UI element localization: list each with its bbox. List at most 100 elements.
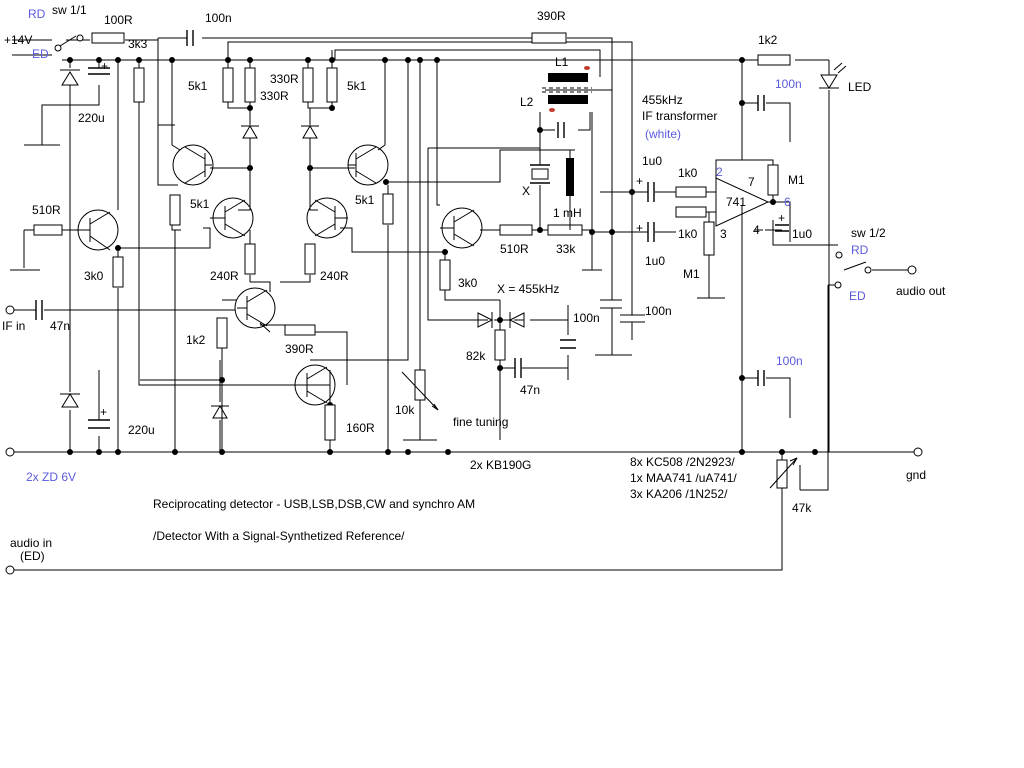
label-r160: 160R: [346, 421, 375, 435]
transistor-t7: [234, 287, 276, 329]
label-parts-3: 3x KA206 /1N252/: [630, 487, 728, 501]
label-rd1: RD: [28, 7, 46, 21]
label-m1-b: M1: [683, 267, 700, 281]
labels: RD sw 1/1 +14V ED 100R 3k3 100n 390R 5k1…: [2, 3, 946, 563]
label-r240-a: 240R: [210, 269, 239, 283]
svg-text:+: +: [101, 59, 108, 73]
label-14v: +14V: [4, 33, 32, 47]
label-c47n-a: 47n: [50, 319, 70, 333]
label-r330-b: 330R: [260, 89, 289, 103]
terminals: [5, 34, 923, 575]
label-parts-1: 8x KC508 /2N2923/: [630, 455, 735, 469]
label-r33k: 33k: [556, 242, 576, 256]
label-zd: 2x ZD 6V: [26, 470, 76, 484]
label-r82k: 82k: [466, 349, 486, 363]
label-rd2: RD: [851, 243, 869, 257]
transistor-t2: [172, 144, 214, 186]
diagram-subtitle: /Detector With a Signal-Synthetized Refe…: [153, 529, 405, 543]
opamp-741: [715, 177, 770, 227]
label-r510-a: 510R: [32, 203, 61, 217]
label-r5k1-c: 5k1: [190, 197, 210, 211]
transistor-t4: [306, 197, 348, 239]
label-kb190g: 2x KB190G: [470, 458, 531, 472]
label-r390-mid: 390R: [285, 342, 314, 356]
transistor-t6: [440, 207, 483, 249]
svg-text:+: +: [778, 211, 785, 225]
label-pin3: 3: [720, 227, 727, 241]
label-led: LED: [848, 80, 872, 94]
label-sw11: sw 1/1: [52, 3, 87, 17]
label-c100n-top: 100n: [205, 11, 232, 25]
label-c100n-r2: 100n: [776, 354, 803, 368]
label-xtal: X: [522, 184, 530, 198]
label-c47n-b: 47n: [520, 383, 540, 397]
label-audio-in-ed: (ED): [20, 549, 45, 563]
label-l2: L2: [520, 95, 534, 109]
svg-text:+: +: [636, 174, 643, 188]
label-c220u-a: 220u: [78, 111, 105, 125]
transistor-t5: [347, 144, 389, 186]
capacitors: [35, 30, 789, 429]
label-r100: 100R: [104, 13, 133, 27]
polarity-marks: + + + + +: [100, 59, 785, 419]
label-r1k0-a: 1k0: [678, 166, 698, 180]
label-m1-a: M1: [788, 173, 805, 187]
label-c100n-r1: 100n: [775, 77, 802, 91]
wires: [10, 35, 918, 571]
label-r1k2-top: 1k2: [758, 33, 778, 47]
label-r240-b: 240R: [320, 269, 349, 283]
label-if-transformer: IF transformer: [642, 109, 717, 123]
label-x455: X = 455kHz: [497, 282, 559, 296]
label-audio-out: audio out: [896, 284, 946, 298]
label-pin6: 6: [784, 195, 791, 209]
label-r5k1-b: 5k1: [347, 79, 367, 93]
label-l1: L1: [555, 55, 569, 69]
label-pin7: 7: [748, 175, 755, 189]
label-c100n-m1: 100n: [573, 311, 600, 325]
label-r1k2-mid: 1k2: [186, 333, 206, 347]
crystal: [530, 164, 550, 184]
transistor-t1: [77, 209, 119, 251]
label-r5k1-d: 5k1: [355, 193, 375, 207]
label-fine-tuning: fine tuning: [453, 415, 508, 429]
label-parts-2: 1x MAA741 /uA741/: [630, 471, 737, 485]
label-r510-b: 510R: [500, 242, 529, 256]
label-r47k: 47k: [792, 501, 812, 515]
label-455khz: 455kHz: [642, 93, 683, 107]
label-r1k0-b: 1k0: [678, 227, 698, 241]
label-pin2: 2: [716, 165, 723, 179]
label-c1u0-b: 1u0: [645, 254, 665, 268]
label-r5k1-a: 5k1: [188, 79, 208, 93]
junctions: [67, 57, 818, 455]
label-c100n-m2: 100n: [645, 304, 672, 318]
svg-text:+: +: [636, 221, 643, 235]
diodes: [60, 62, 847, 419]
label-gnd: gnd: [906, 468, 926, 482]
transistors: [77, 144, 483, 406]
label-if-in: IF in: [2, 319, 25, 333]
label-1mh: 1 mH: [553, 206, 582, 220]
label-r3k3: 3k3: [128, 37, 148, 51]
diagram-title: Reciprocating detector - USB,LSB,DSB,CW …: [153, 497, 475, 511]
label-opamp: 741: [726, 195, 746, 209]
label-r3k0-b: 3k0: [458, 276, 478, 290]
transistor-t3: [210, 197, 254, 239]
label-ed1: ED: [32, 47, 49, 61]
label-c1u0-a: 1u0: [642, 154, 662, 168]
label-r10k: 10k: [395, 403, 415, 417]
label-ed2: ED: [849, 289, 866, 303]
label-c220u-b: 220u: [128, 423, 155, 437]
label-sw12: sw 1/2: [851, 226, 886, 240]
svg-text:+: +: [100, 405, 107, 419]
inductor: [566, 150, 574, 230]
resistors: [33, 32, 791, 489]
label-r3k0-a: 3k0: [84, 269, 104, 283]
label-c1u0-c: 1u0: [792, 227, 812, 241]
label-r330-a: 330R: [270, 72, 299, 86]
label-audio-in: audio in: [10, 536, 52, 550]
label-r390-top: 390R: [537, 9, 566, 23]
pot-arrows: [401, 371, 798, 489]
label-pin4: 4: [753, 223, 760, 237]
